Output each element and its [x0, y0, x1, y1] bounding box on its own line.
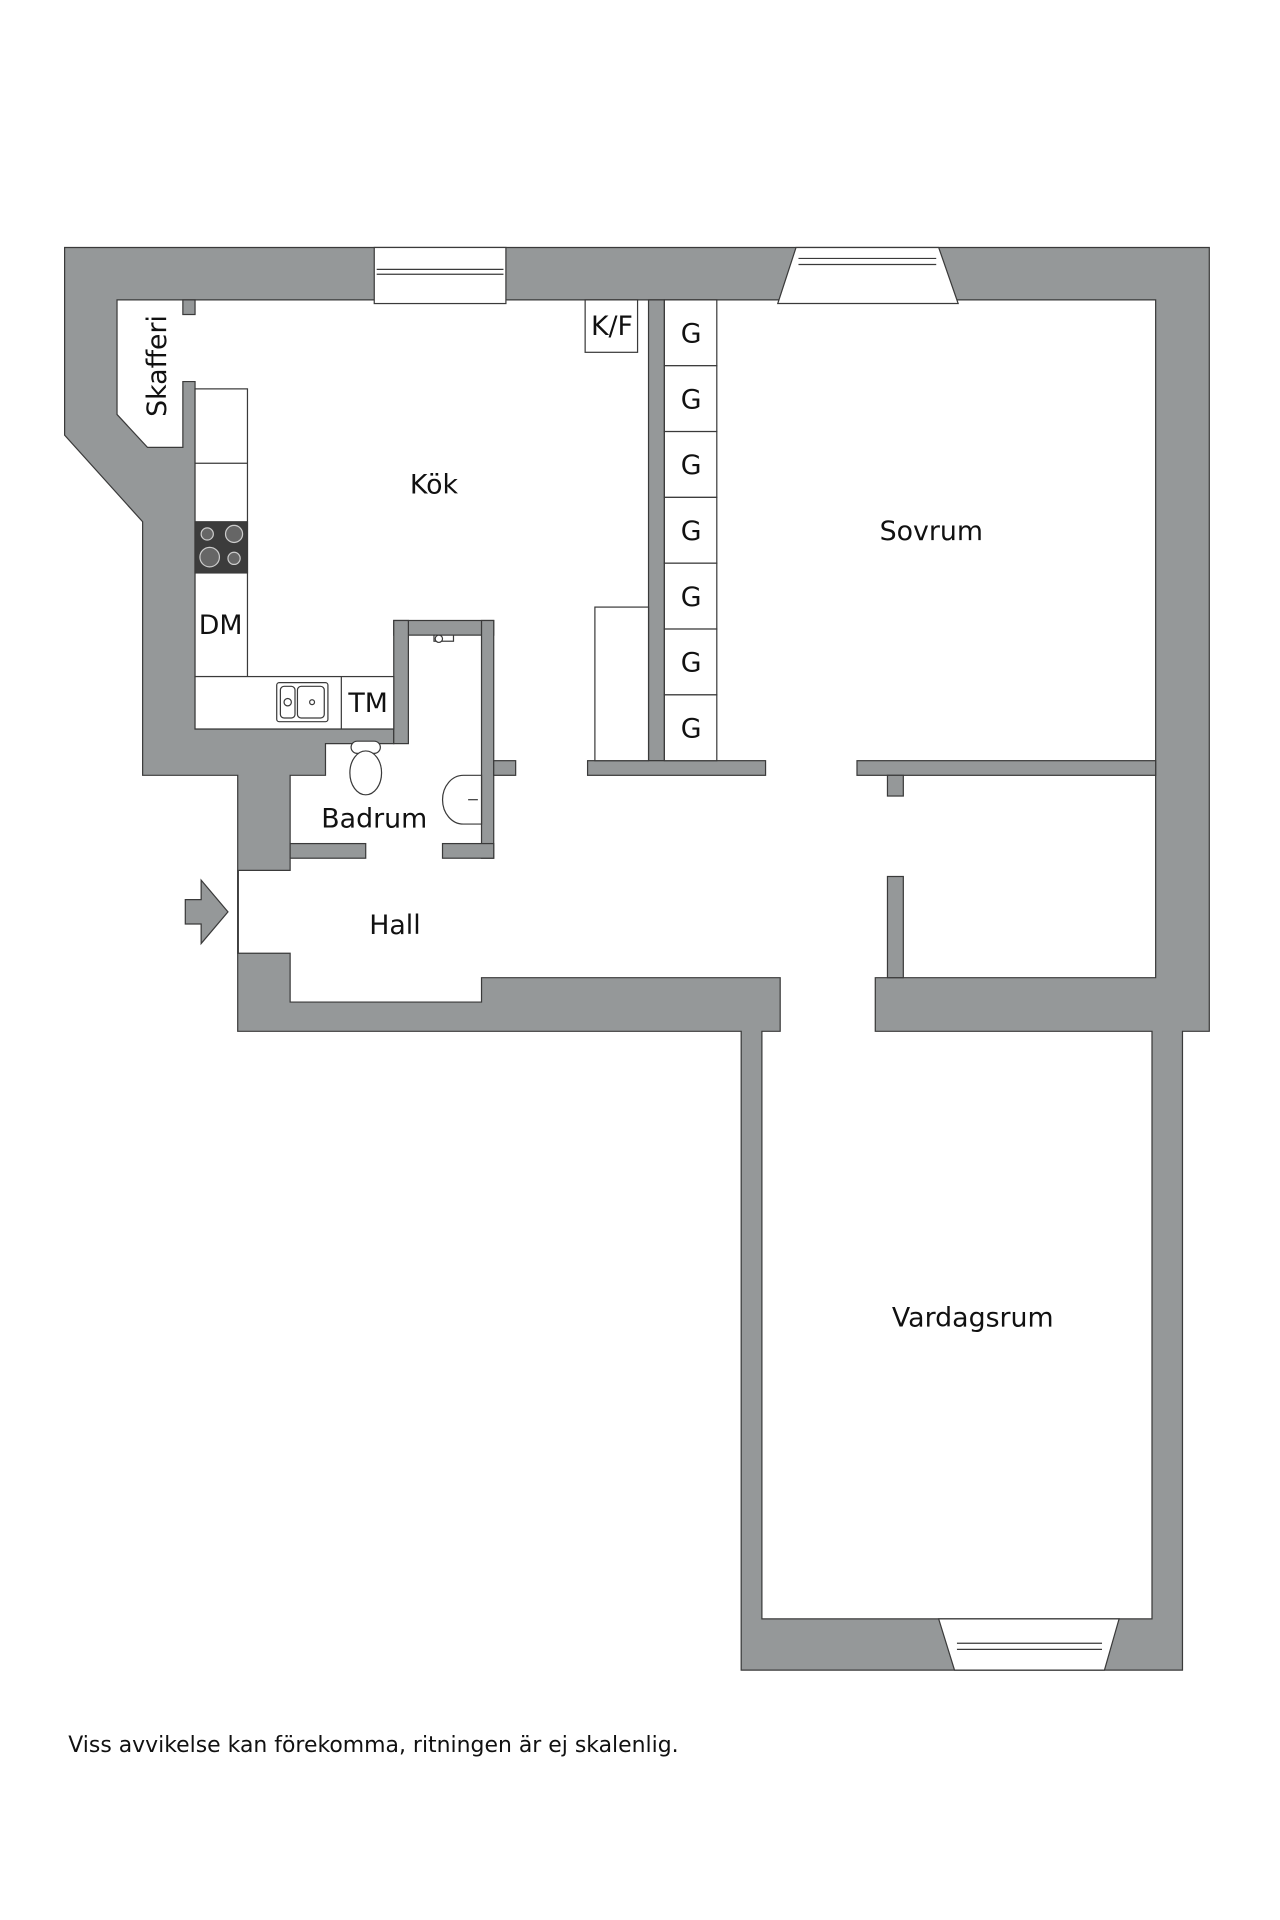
stove	[194, 521, 249, 574]
label-fridge-freezer: K/F	[591, 311, 633, 342]
wardrobe-label: G	[681, 516, 702, 547]
wardrobe-column: G G G G G G G	[663, 299, 718, 762]
window	[776, 246, 960, 305]
room-label-kok: Kök	[410, 470, 459, 501]
window	[373, 246, 507, 305]
arrow-right-icon	[184, 878, 229, 946]
room-label-vardagsrum: Vardagsrum	[892, 1302, 1054, 1333]
wardrobe-cell	[663, 299, 718, 367]
wardrobe-label: G	[681, 582, 702, 613]
wall-segment	[586, 760, 767, 776]
fridge-freezer	[584, 299, 639, 353]
toilet-icon	[349, 740, 383, 796]
bath-wall-bottom	[289, 842, 367, 859]
room-label-sovrum: Sovrum	[880, 516, 983, 547]
sink-icon	[441, 774, 483, 825]
bath-wall-bottom	[441, 842, 495, 859]
wardrobe-label: G	[681, 648, 702, 679]
disclaimer: Viss avvikelse kan förekomma, ritningen …	[68, 1733, 678, 1758]
wardrobe-label: G	[681, 450, 702, 481]
wall-segment	[856, 760, 1157, 776]
wardrobe-label: G	[681, 384, 702, 415]
wardrobe-label: G	[681, 714, 702, 745]
wall-kitchen-bedroom	[647, 299, 665, 762]
wall-stub	[493, 760, 517, 776]
room-label-badrum: Badrum	[321, 804, 427, 835]
label-washing-machine: TM	[347, 688, 388, 719]
bath-wall-left	[393, 619, 409, 745]
wall-stub	[886, 774, 904, 797]
wardrobe-cell	[663, 496, 718, 564]
room-label-hall: Hall	[369, 910, 420, 941]
closet	[594, 606, 650, 762]
wardrobe-cell	[663, 628, 718, 696]
wall-stub	[182, 299, 196, 316]
room-label-skafferi: Skafferi	[142, 315, 173, 417]
label-dishwasher: DM	[199, 610, 243, 641]
wall-segment	[886, 875, 904, 979]
shower-icon	[433, 634, 455, 644]
wardrobe-cell	[663, 562, 718, 630]
wardrobe-label: G	[681, 319, 702, 350]
interior-walls	[182, 299, 1157, 979]
window	[937, 1618, 1120, 1671]
wardrobe-cell	[663, 430, 718, 498]
wardrobe-cell	[663, 694, 718, 762]
bath-wall-right	[480, 619, 495, 859]
interior-space	[116, 299, 1157, 1620]
